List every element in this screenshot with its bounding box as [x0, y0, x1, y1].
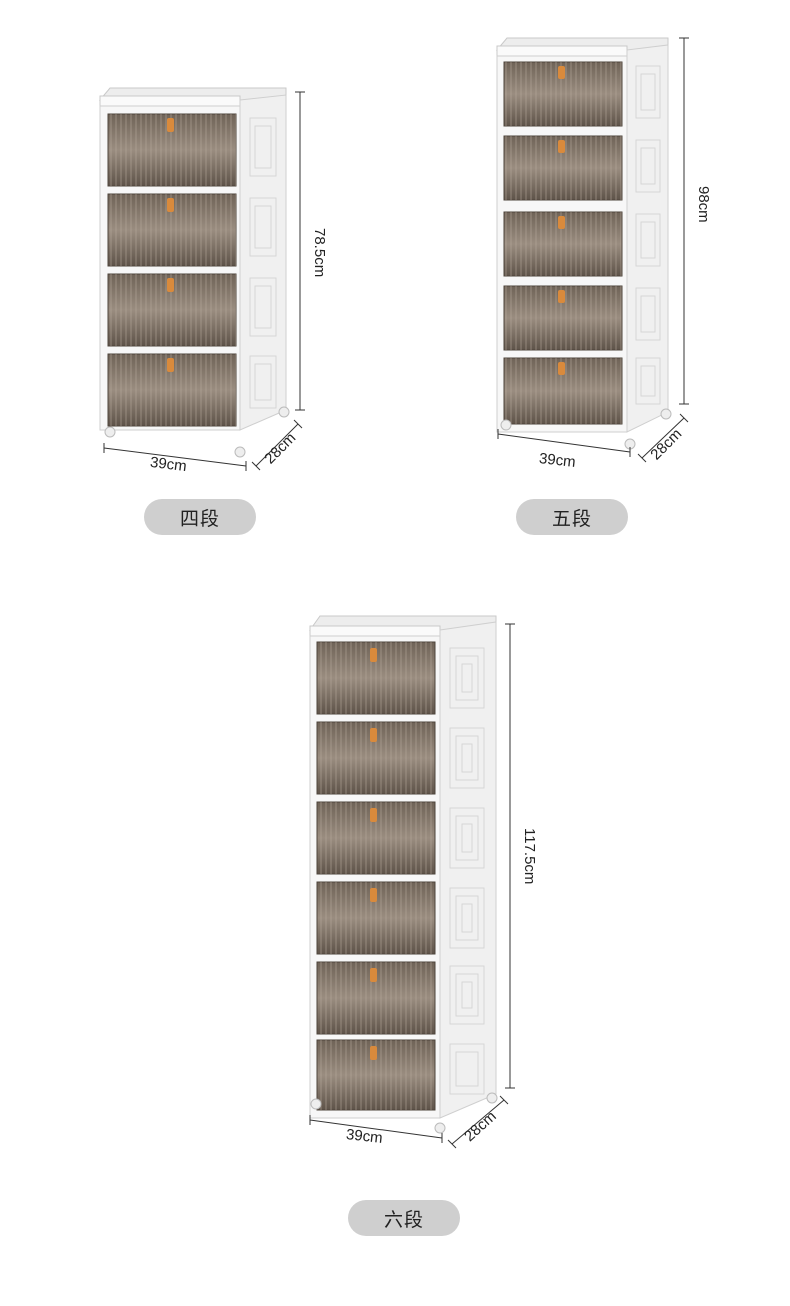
- tier-label-text: 六段: [383, 1208, 424, 1231]
- drawer-handle[interactable]: [558, 216, 565, 229]
- drawer[interactable]: [503, 135, 623, 201]
- depth-dimension-line: [641, 417, 685, 459]
- drawer-handle[interactable]: [370, 728, 377, 742]
- drawer[interactable]: [316, 881, 436, 955]
- drawer-handle[interactable]: [167, 198, 174, 212]
- drawer-handle[interactable]: [370, 808, 377, 822]
- width-dimension-line: [497, 433, 631, 453]
- drawer[interactable]: [503, 211, 623, 277]
- tier-label-pill: 四段: [144, 499, 256, 535]
- tier-label-text: 四段: [179, 507, 220, 530]
- cabinet-front-frame: [309, 635, 441, 1119]
- cabinet-side-panel: [626, 44, 669, 433]
- caster-wheel-icon: [660, 408, 672, 420]
- caster-wheel-icon: [310, 1098, 322, 1110]
- cabinet-four-tier: [98, 87, 305, 471]
- height-label: 98cm: [695, 186, 712, 223]
- caster-wheel-icon: [486, 1092, 498, 1104]
- tier-label-text: 五段: [551, 507, 592, 530]
- drawer[interactable]: [503, 285, 623, 351]
- caster-wheel-icon: [278, 406, 290, 418]
- depth-dimension-line: [255, 423, 299, 467]
- drawer-handle[interactable]: [167, 358, 174, 372]
- drawer[interactable]: [316, 721, 436, 795]
- drawer-handle[interactable]: [370, 1046, 377, 1060]
- tier-label-pill: 六段: [348, 1200, 460, 1236]
- drawer[interactable]: [107, 273, 237, 347]
- width-dimension-line: [309, 1119, 443, 1139]
- drawer[interactable]: [316, 961, 436, 1035]
- drawer[interactable]: [503, 61, 623, 127]
- depth-dimension-line: [451, 1099, 505, 1145]
- caster-wheel-icon: [434, 1122, 446, 1134]
- drawer-handle[interactable]: [558, 140, 565, 153]
- height-label: 78.5cm: [311, 228, 328, 278]
- cabinet-five-tier: [495, 37, 689, 463]
- cabinet-six-tier: [309, 615, 515, 1149]
- drawer-handle[interactable]: [167, 118, 174, 132]
- drawer-handle[interactable]: [370, 888, 377, 902]
- drawer[interactable]: [107, 113, 237, 187]
- caster-wheel-icon: [500, 419, 512, 431]
- drawer-handle[interactable]: [558, 290, 565, 303]
- drawer[interactable]: [107, 353, 237, 427]
- drawer-handle[interactable]: [558, 362, 565, 375]
- drawer[interactable]: [107, 193, 237, 267]
- caster-wheel-icon: [234, 446, 246, 458]
- drawer-handle[interactable]: [370, 648, 377, 662]
- cabinet-side-panel: [239, 94, 287, 431]
- drawer-handle[interactable]: [370, 968, 377, 982]
- drawer[interactable]: [316, 641, 436, 715]
- drawer[interactable]: [316, 1039, 436, 1111]
- drawer[interactable]: [503, 357, 623, 425]
- height-label: 117.5cm: [521, 828, 538, 885]
- width-dimension-line: [103, 447, 247, 467]
- caster-wheel-icon: [104, 426, 116, 438]
- drawer-handle[interactable]: [167, 278, 174, 292]
- drawer-handle[interactable]: [558, 66, 565, 79]
- tier-label-pill: 五段: [516, 499, 628, 535]
- drawer[interactable]: [316, 801, 436, 875]
